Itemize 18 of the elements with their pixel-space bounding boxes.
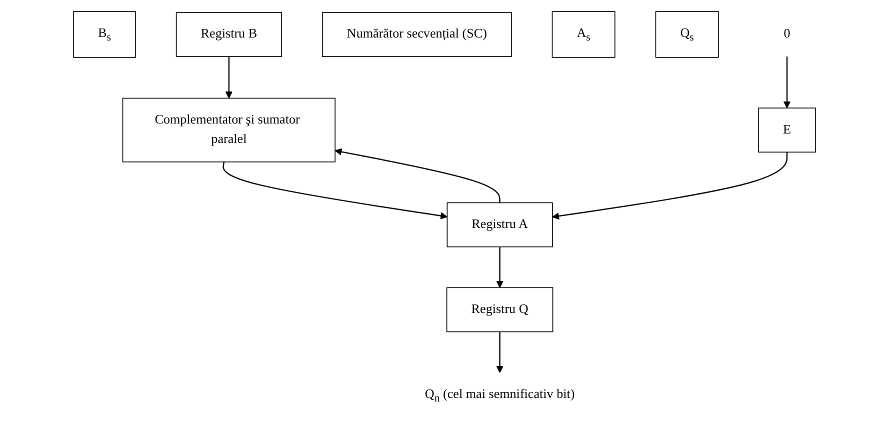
node-box: E — [758, 108, 816, 153]
arrow — [496, 332, 504, 373]
node-text: Q$_{n}$ (cel mai semnificativ bit) — [425, 387, 576, 404]
node-box: B$_{s}$ — [74, 11, 136, 58]
arrow — [784, 56, 792, 108]
node-box: Registru Q — [446, 287, 554, 332]
arrow — [223, 162, 448, 220]
node-text: 0 — [784, 27, 791, 41]
node-box: Numărător secvențial (SC) — [322, 12, 512, 57]
node-box: Q$_{s}$ — [656, 11, 720, 58]
arrow — [496, 246, 504, 288]
arrow — [226, 56, 234, 99]
node-box: Complementator şi sumator paralel — [122, 98, 336, 162]
node-box: Registru B — [176, 12, 282, 57]
node-box: A$_{s}$ — [552, 11, 616, 58]
node-box: Registru A — [447, 202, 554, 248]
arrow — [335, 148, 501, 203]
arrow — [552, 152, 788, 220]
